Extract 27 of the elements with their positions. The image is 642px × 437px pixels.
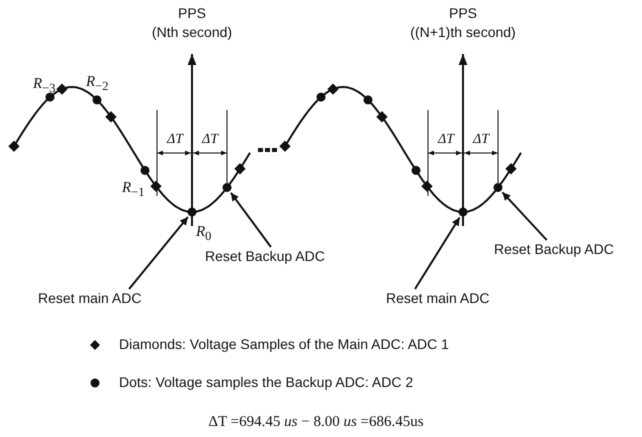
dimension-label: ΔT (438, 131, 454, 148)
callout-text: Reset Backup ADC (205, 248, 325, 265)
leader-line (230, 192, 272, 248)
point-label: R$_{0}$ (196, 224, 212, 245)
heading-text: PPS (178, 5, 206, 22)
dimension-label: ΔT (473, 131, 489, 148)
heading-text: PPS (449, 5, 477, 22)
point-label: R$_{−2}$ (86, 74, 108, 95)
point-label: R$_{−1}$ (122, 180, 144, 201)
callout-text: Reset main ADC (38, 290, 142, 307)
dimension-label: ΔT (202, 131, 218, 148)
leader-line (414, 216, 460, 290)
sample-dot (188, 208, 196, 216)
legend-text: Diamonds: Voltage Samples of the Main ADC: ADC 1 (119, 336, 449, 353)
sample-dot (458, 208, 468, 216)
sample-dot (222, 183, 232, 192)
callout-text: Reset Backup ADC (494, 241, 614, 258)
callout-text: Reset main ADC (386, 290, 490, 307)
legend-text: Dots: Voltage samples the Backup ADC: ADC 2 (119, 374, 414, 391)
leader-line (502, 192, 548, 241)
sample-dot (494, 183, 502, 192)
leader-line (128, 216, 189, 290)
caption-text: (Nth second) (152, 24, 232, 41)
dimension-label: ΔT (167, 131, 183, 148)
caption-text: ((N+1)th second) (410, 24, 516, 41)
point-label: R$_{−3}$ (33, 76, 56, 97)
formula-text: ΔT =694.45 us − 8.00 us =686.45us (208, 414, 424, 431)
